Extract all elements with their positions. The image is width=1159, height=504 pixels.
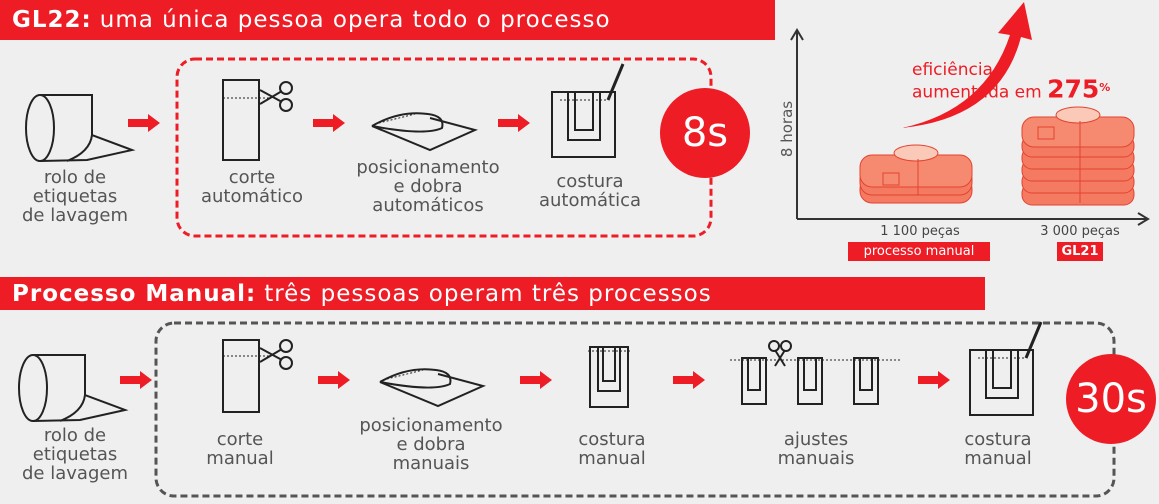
- label-roll-icon: [25, 94, 136, 162]
- manual-time-badge: 30s: [1066, 354, 1156, 444]
- arrow-icon: [120, 371, 152, 389]
- arrow-icon: [128, 114, 160, 132]
- automatic-time-badge: 8s: [660, 88, 750, 178]
- efficiency-unit: %: [1099, 81, 1111, 94]
- gl22-banner-bold: GL22:: [12, 7, 92, 33]
- adjust-icon: [730, 340, 900, 405]
- fold-icon: [379, 368, 486, 408]
- arrow-icon: [520, 371, 552, 389]
- manual-banner-text: três pessoas operam três processos: [264, 280, 712, 307]
- arrow-icon: [673, 371, 705, 389]
- step-label-manual-sew-final: costura manual: [964, 429, 1032, 469]
- efficiency-line-2: aumentada em: [912, 82, 1042, 103]
- efficiency-text: eficiência aumentada em 275%: [912, 62, 1110, 102]
- shirt-stack-large-icon: [1021, 106, 1135, 206]
- manual-banner: Processo Manual: três pessoas operam trê…: [0, 277, 985, 310]
- shirt-stack-small-icon: [859, 144, 973, 204]
- gl21-count: 3 000 peças: [1040, 224, 1120, 239]
- growth-arrow-icon: [902, 2, 1032, 128]
- sewing-icon: [551, 63, 625, 158]
- cut-icon: [222, 79, 293, 161]
- step-label-manual-sew: costura manual: [578, 429, 646, 469]
- step-label-roll: rolo de etiquetas de lavagem: [22, 167, 128, 226]
- manual-count: 1 100 peças: [880, 224, 960, 239]
- step-label-roll: rolo de etiquetas de lavagem: [22, 425, 128, 484]
- manual-tag: processo manual: [848, 242, 990, 261]
- label-roll-icon: [18, 354, 129, 422]
- arrow-icon: [313, 114, 345, 132]
- manual-sew-icon: [588, 346, 632, 408]
- step-label-manual-cut: corte manual: [206, 429, 274, 469]
- arrow-icon: [918, 371, 950, 389]
- step-label-auto-cut: corte automático: [200, 167, 304, 207]
- y-axis-label: 8 horas: [778, 100, 796, 158]
- step-label-auto-sew: costura automática: [538, 171, 642, 211]
- sewing-icon: [969, 321, 1043, 416]
- manual-banner-bold: Processo Manual:: [12, 280, 257, 307]
- step-label-auto-fold: posicionamento e dobra automáticos: [356, 157, 500, 216]
- efficiency-line-1: eficiência: [912, 60, 993, 80]
- efficiency-value: 275: [1047, 74, 1100, 104]
- step-label-manual-fold: posicionamento e dobra manuais: [359, 415, 503, 474]
- gl22-banner: GL22: uma única pessoa opera todo o proc…: [0, 0, 775, 40]
- gl22-banner-text: uma única pessoa opera todo o processo: [99, 7, 611, 33]
- step-label-manual-adjust: ajustes manuais: [777, 429, 855, 469]
- gl21-tag: GL21: [1057, 242, 1103, 261]
- arrow-icon: [498, 114, 530, 132]
- fold-icon: [371, 112, 478, 152]
- arrow-icon: [318, 371, 350, 389]
- cut-icon: [222, 339, 293, 413]
